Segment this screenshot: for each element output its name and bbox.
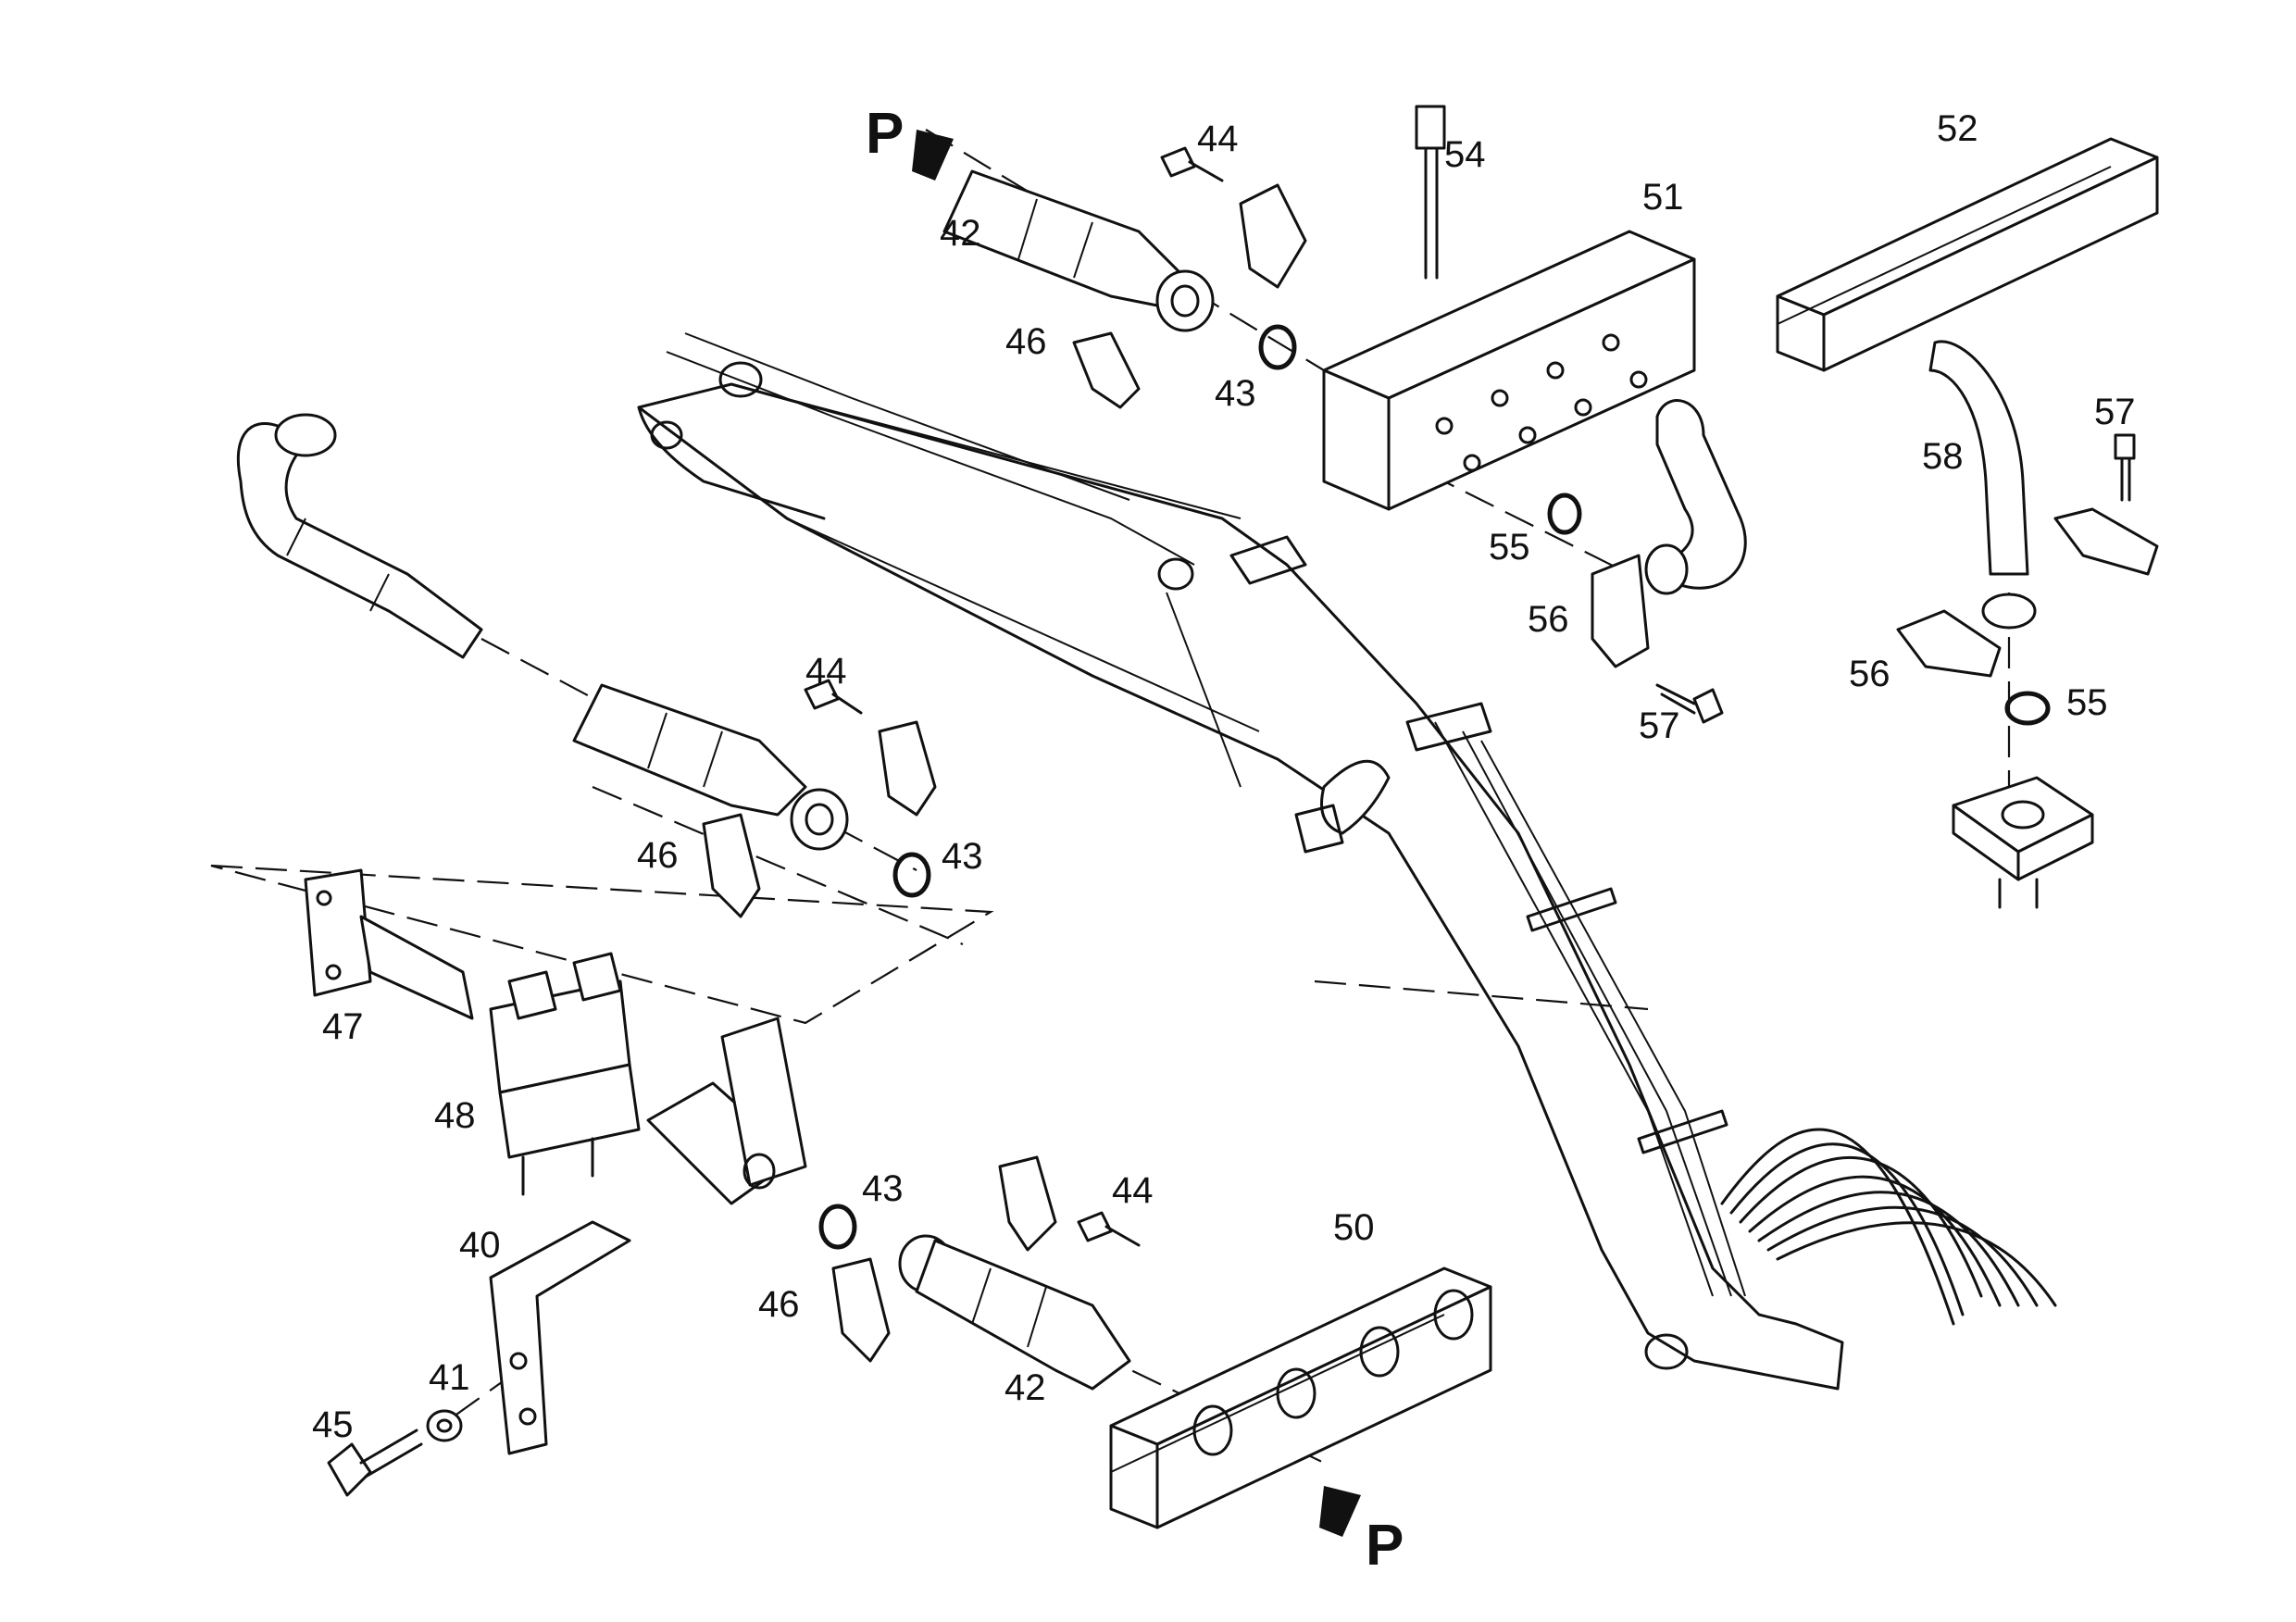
label-44-top: 44 [1197,119,1239,159]
label-58: 58 [1922,436,1964,477]
label-47: 47 [322,1006,364,1047]
o-ring-43-top [1258,324,1297,370]
p-marker-label-bottom: P [1366,1514,1404,1578]
label-46-middle: 46 [637,835,679,876]
label-46-top: 46 [1005,321,1047,362]
label-48: 48 [434,1095,476,1136]
flange-pipe-47 [304,868,474,1020]
label-52: 52 [1937,108,1978,149]
bolt-45 [327,1429,423,1497]
split-flange-46-middle [702,813,761,918]
bent-pipe-upper-left [236,413,483,659]
hose-fitting-42-bottom [898,1234,1131,1391]
excavator-boom [637,332,2057,1391]
split-flange-46-top [1072,331,1141,409]
hose-fitting-42-middle [572,683,849,851]
bracket-40 [489,1220,631,1455]
hose-fitting-42-top [942,169,1215,332]
bolt-44-middle [804,679,863,715]
label-44-middle: 44 [805,651,847,692]
split-flange-pair-right [2053,507,2159,576]
bolt-44-top [1160,146,1224,182]
manifold-block-51 [1322,230,1696,511]
label-55-left: 55 [1489,527,1530,568]
flange-base-right [1952,776,2094,909]
label-42-bottom: 42 [1004,1367,1046,1408]
bolt-44-bottom [1077,1211,1141,1247]
o-ring-43-middle [892,852,931,898]
label-43-middle: 43 [942,836,983,877]
label-56-right: 56 [1849,654,1890,694]
part-number-labels: 44 54 52 51 42 46 43 57 58 55 56 56 55 5… [312,108,2136,1445]
label-51: 51 [1642,177,1684,218]
label-50: 50 [1333,1207,1375,1248]
curved-hose-58 [1928,340,2037,630]
label-43-top: 43 [1215,373,1256,414]
p-marker-label-top: P [866,102,904,166]
direction-marker-p-bottom: P [1319,1486,1404,1578]
clamp-rail-52 [1776,137,2159,372]
split-flange-56-right [1896,609,2002,678]
label-40: 40 [459,1225,501,1266]
bent-hose-near-51 [1644,399,1747,595]
o-ring-55-right [2004,691,2051,726]
split-flange-pair-top [1239,183,1307,289]
bolt-57-left [1655,683,1724,724]
label-42-top: 42 [940,213,981,254]
clamp-rail-50 [1109,1266,1492,1529]
label-44-bottom: 44 [1112,1170,1154,1211]
split-flange-56-left [1591,554,1650,668]
label-55-right: 55 [2066,682,2108,723]
long-bolt-54 [1415,105,1446,280]
split-flange-46-bottom [831,1257,891,1363]
label-57-right: 57 [2094,392,2136,432]
label-45: 45 [312,1404,354,1445]
label-54: 54 [1444,134,1486,175]
label-46-bottom: 46 [758,1284,800,1325]
clamp-48 [489,952,641,1196]
o-ring-55-left [1547,493,1582,535]
label-57-left: 57 [1639,705,1680,746]
bolt-57-right [2114,433,2136,502]
split-flange-pair-middle [878,720,937,817]
o-ring-43-bottom [818,1204,857,1250]
label-56-left: 56 [1528,599,1569,640]
label-43-bottom: 43 [862,1168,904,1209]
split-flange-pair-bottom [998,1155,1057,1252]
direction-marker-p-top: P [866,102,954,181]
washer-41 [426,1409,463,1442]
label-41: 41 [429,1357,470,1398]
flange-pipe-near-48 [646,1017,807,1205]
